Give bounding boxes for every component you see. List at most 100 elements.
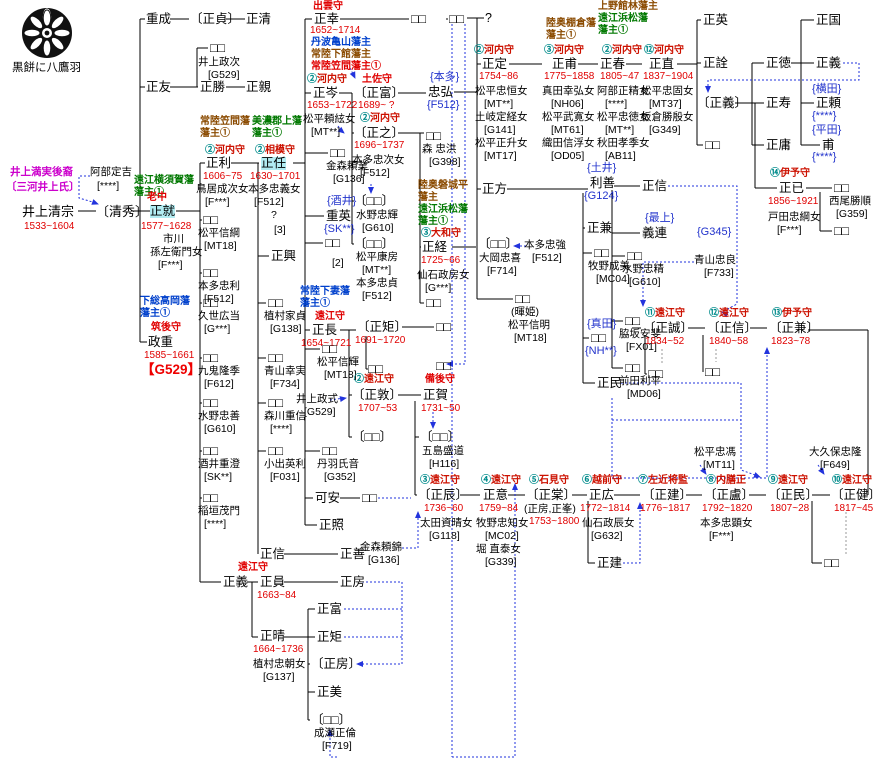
tree-label-117: {F512} <box>427 99 460 111</box>
tree-label-292: 正信 <box>642 179 668 193</box>
tree-label-122: □□ <box>449 12 465 26</box>
tree-label-177: 仙石政辰女 <box>582 517 635 529</box>
tree-label-329: 正富 <box>317 602 343 616</box>
adoption-arrow-icon <box>368 187 374 194</box>
tree-label-158: 1736~60 <box>424 503 464 514</box>
tree-label-9: 常陸笠間藩 <box>200 116 250 127</box>
tree-label-27: 阿部定吉 <box>90 166 132 178</box>
tree-label-93: 1689~ ? <box>358 100 395 111</box>
family-crest-icon <box>22 8 72 58</box>
tree-label-129: □□ <box>322 342 338 356</box>
tree-label-35: 〔清秀〕 <box>96 204 149 219</box>
tree-label-249: [AB11] <box>605 150 636 162</box>
tree-label-260: □□ <box>705 138 721 152</box>
tree-label-154: 五島盛道 <box>422 445 464 457</box>
tree-label-320: 遠江守 <box>238 562 268 573</box>
adoption-arrow-icon <box>637 502 643 509</box>
tree-label-138: □□ <box>362 491 378 505</box>
tree-label-163: ④遠江守 <box>481 475 521 486</box>
tree-label-308: 〔正誠〕 <box>643 321 694 335</box>
tree-label-66: [SK**] <box>204 471 233 483</box>
tree-label-55: □□ <box>268 351 284 365</box>
tree-label-221: 松平忠恒女 <box>475 85 528 97</box>
tree-label-299: □□ <box>625 314 641 328</box>
tree-label-63: [****] <box>270 423 293 435</box>
tree-label-213: 正方 <box>482 182 508 196</box>
tree-label-33: 井上清宗 <box>22 204 75 219</box>
tree-label-170: ⑤石見守 <box>529 475 569 486</box>
tree-label-157: 〔正辰〕 <box>418 488 469 502</box>
tree-label-216: 松平信明 <box>508 319 550 331</box>
adoption-arrow-icon <box>705 86 711 93</box>
adoption-route <box>623 505 641 564</box>
tree-label-265: 正義 <box>816 56 842 70</box>
tree-label-80: 出雲守 <box>313 1 343 12</box>
tree-label-49: □□ <box>268 296 284 310</box>
tree-label-21: 本多忠義女 <box>248 183 301 195</box>
tree-label-296: □□ <box>627 249 643 263</box>
tree-label-95: 〔正之〕 <box>354 126 405 140</box>
tree-label-46: □□ <box>203 296 219 310</box>
tree-label-194: [MT11] <box>703 459 735 471</box>
tree-label-225: 松平正升女 <box>475 137 528 149</box>
tree-label-59: 水野忠善 <box>198 410 240 422</box>
adoption-arrow-icon <box>818 467 825 475</box>
tree-label-288: {真田} <box>587 318 617 330</box>
tree-label-12: 藩主① <box>252 128 282 139</box>
tree-label-165: 1759~84 <box>479 503 519 514</box>
tree-label-107: □□ <box>325 236 341 250</box>
tree-label-257: 正英 <box>703 13 729 27</box>
tree-label-162: [G136] <box>368 554 400 566</box>
tree-label-74: 下総高岡藩 <box>140 296 190 307</box>
tree-label-290: {NH**} <box>585 345 617 357</box>
tree-label-67: □□ <box>268 444 284 458</box>
tree-label-99: 〔□□〕 <box>354 194 395 208</box>
tree-label-147: 1707~53 <box>358 403 398 414</box>
tree-label-333: 〔□□〕 <box>311 713 352 727</box>
tree-label-50: 植村家貞 <box>264 310 306 322</box>
tree-label-313: 1840~58 <box>709 336 749 347</box>
tree-label-187: ⑨遠江守 <box>768 475 808 486</box>
tree-label-271: {****} <box>812 151 837 163</box>
adoption-route <box>707 62 860 90</box>
tree-label-2: 正清 <box>246 12 272 26</box>
tree-label-208: 〔□□〕 <box>478 237 519 251</box>
tree-label-176: 1772~1814 <box>580 503 631 514</box>
tree-label-167: [MC02] <box>485 530 519 542</box>
tree-label-38: 孫左衛門女 <box>150 246 203 258</box>
tree-label-263: 正庸 <box>766 138 792 152</box>
tree-label-16: 正任 <box>261 156 287 171</box>
tree-label-195: 大久保忠隆 <box>809 446 862 458</box>
tree-label-5: [G529] <box>208 69 240 81</box>
tree-label-183: 〔正盧〕 <box>704 488 755 502</box>
tree-label-143: □□ <box>436 320 452 334</box>
tree-label-196: [F649] <box>820 459 850 471</box>
tree-label-104: [MT**] <box>362 264 392 276</box>
tree-label-229: ③河内守 <box>544 45 584 56</box>
adoption-route <box>621 382 759 477</box>
tree-label-31: 老中 <box>147 192 167 203</box>
tree-label-297: 水野忠精 <box>622 263 664 275</box>
tree-label-186: [F***] <box>709 530 734 542</box>
tree-label-240: 藩主① <box>598 25 628 36</box>
tree-label-223: 土岐定経女 <box>475 111 528 123</box>
tree-label-151: □□ <box>426 296 442 310</box>
tree-label-269: {平田} <box>812 124 842 136</box>
tree-label-65: 酒井重澄 <box>198 458 240 470</box>
tree-label-305: 青山忠良 <box>694 254 736 266</box>
adoption-route <box>349 67 355 77</box>
tree-label-44: 本多忠利 <box>198 280 240 292</box>
tree-label-161: 金森頼錦 <box>360 541 402 553</box>
tree-label-241: ②河内守 <box>602 45 642 56</box>
tree-label-113: 金森頼業 <box>326 160 368 172</box>
tree-label-275: 戸田忠綱女 <box>768 211 821 223</box>
tree-label-250: ⑫河内守 <box>644 45 684 56</box>
adoption-route <box>642 261 694 304</box>
tree-label-131: [MT18] <box>324 369 357 381</box>
tree-label-237: [OD05] <box>551 150 585 162</box>
tree-label-201: 遠江浜松藩 <box>418 204 468 215</box>
adoption-arrow-icon <box>339 396 347 402</box>
adoption-arrow-icon <box>356 661 363 667</box>
tree-label-334: 成瀬正倫 <box>314 727 356 739</box>
tree-label-91: 土佐守 <box>362 74 392 85</box>
